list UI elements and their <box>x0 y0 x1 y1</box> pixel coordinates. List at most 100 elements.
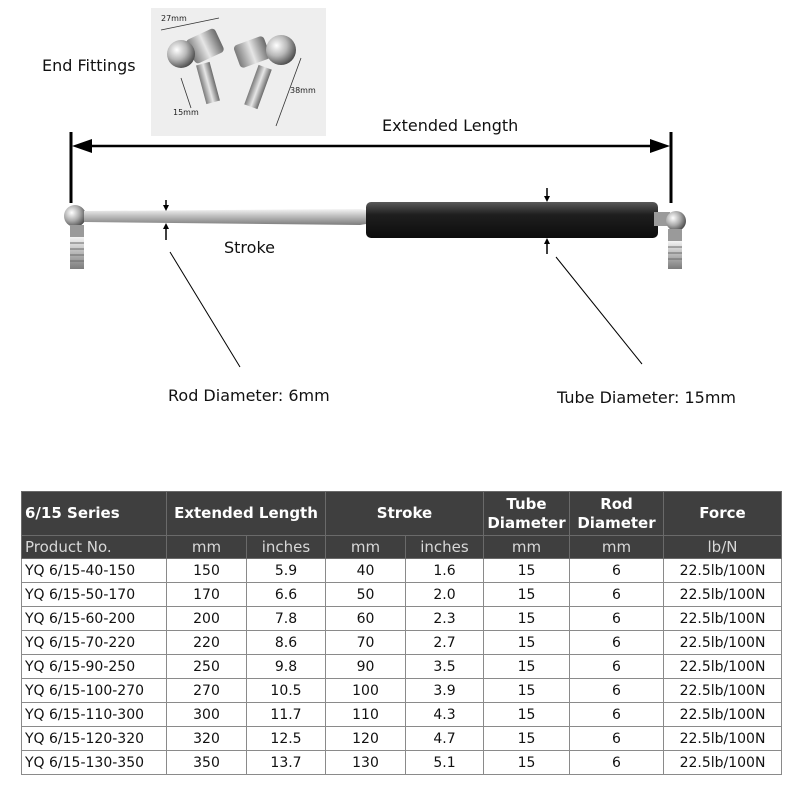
product-no-cell: YQ 6/15-120-320 <box>21 726 167 751</box>
ext-mm-cell: 320 <box>166 726 247 751</box>
ext-mm-cell: 150 <box>166 558 247 583</box>
product-no-cell: YQ 6/15-110-300 <box>21 702 167 727</box>
force-cell: 22.5lb/100N <box>663 654 782 679</box>
stroke-mm-cell: 110 <box>325 702 406 727</box>
ext-mm-cell: 250 <box>166 654 247 679</box>
series-header: 6/15 Series <box>21 491 167 536</box>
stroke-header: Stroke <box>325 491 484 536</box>
stroke-mm-cell: 100 <box>325 678 406 703</box>
force-cell: 22.5lb/100N <box>663 702 782 727</box>
force-cell: 22.5lb/100N <box>663 558 782 583</box>
ext-inches-cell: 12.5 <box>246 726 326 751</box>
rod-mm-cell: 6 <box>569 558 664 583</box>
stroke-inches-cell: 4.7 <box>405 726 484 751</box>
force-unit: lb/N <box>663 535 782 559</box>
stroke-inches-cell: 1.6 <box>405 558 484 583</box>
table-header-row: 6/15 Series Extended Length Stroke Tube … <box>21 491 782 536</box>
rod-mm-cell: 6 <box>569 702 664 727</box>
stroke-inches-cell: 2.7 <box>405 630 484 655</box>
tube-diameter-header: Tube Diameter <box>483 491 570 536</box>
rod-mm-cell: 6 <box>569 582 664 607</box>
product-no-cell: YQ 6/15-100-270 <box>21 678 167 703</box>
ext-inches-cell: 7.8 <box>246 606 326 631</box>
ext-inches-cell: 13.7 <box>246 750 326 775</box>
force-cell: 22.5lb/100N <box>663 606 782 631</box>
ext-mm-cell: 270 <box>166 678 247 703</box>
stroke-inches-unit: inches <box>405 535 484 559</box>
end-fittings-label: End Fittings <box>42 56 136 75</box>
stroke-mm-cell: 60 <box>325 606 406 631</box>
tube-mm-cell: 15 <box>483 606 570 631</box>
tube-mm-cell: 15 <box>483 750 570 775</box>
stroke-inches-cell: 3.9 <box>405 678 484 703</box>
stroke-inches-cell: 4.3 <box>405 702 484 727</box>
stroke-label: Stroke <box>224 238 275 257</box>
product-no-cell: YQ 6/15-40-150 <box>21 558 167 583</box>
rod-mm-cell: 6 <box>569 630 664 655</box>
ext-inches-cell: 8.6 <box>246 630 326 655</box>
rod-mm-cell: 6 <box>569 606 664 631</box>
rod-mm-cell: 6 <box>569 726 664 751</box>
stroke-mm-cell: 130 <box>325 750 406 775</box>
product-no-cell: YQ 6/15-60-200 <box>21 606 167 631</box>
table-unit-row: Product No. mm inches mm inches mm mm lb… <box>21 535 782 559</box>
tube-mm-cell: 15 <box>483 726 570 751</box>
force-cell: 22.5lb/100N <box>663 582 782 607</box>
stroke-mm-cell: 50 <box>325 582 406 607</box>
product-no-cell: YQ 6/15-50-170 <box>21 582 167 607</box>
product-no-cell: YQ 6/15-70-220 <box>21 630 167 655</box>
stroke-mm-cell: 70 <box>325 630 406 655</box>
fitting-thread-dim: 15mm <box>173 108 199 117</box>
ext-inches-cell: 11.7 <box>246 702 326 727</box>
rod-mm-cell: 6 <box>569 654 664 679</box>
tube-mm-cell: 15 <box>483 582 570 607</box>
rod-diameter-header: Rod Diameter <box>569 491 664 536</box>
force-cell: 22.5lb/100N <box>663 726 782 751</box>
ext-mm-cell: 170 <box>166 582 247 607</box>
ext-inches-cell: 9.8 <box>246 654 326 679</box>
force-cell: 22.5lb/100N <box>663 678 782 703</box>
tube-mm-cell: 15 <box>483 678 570 703</box>
force-cell: 22.5lb/100N <box>663 630 782 655</box>
ext-mm-cell: 300 <box>166 702 247 727</box>
spec-table: 6/15 Series Extended Length Stroke Tube … <box>21 491 782 775</box>
product-no-cell: YQ 6/15-130-350 <box>21 750 167 775</box>
ext-mm-cell: 220 <box>166 630 247 655</box>
fitting-width-dim: 27mm <box>161 14 187 23</box>
tube-mm-cell: 15 <box>483 654 570 679</box>
extended-length-label: Extended Length <box>382 116 519 135</box>
ext-mm-cell: 200 <box>166 606 247 631</box>
stroke-inches-cell: 2.0 <box>405 582 484 607</box>
rod-mm-cell: 6 <box>569 678 664 703</box>
tube-mm-cell: 15 <box>483 702 570 727</box>
rod-diameter-label: Rod Diameter: 6mm <box>168 386 330 405</box>
ext-inches-cell: 5.9 <box>246 558 326 583</box>
tube-mm-unit: mm <box>483 535 570 559</box>
stroke-mm-unit: mm <box>325 535 406 559</box>
tube-diameter-label: Tube Diameter: 15mm <box>557 388 736 407</box>
product-no-header: Product No. <box>21 535 167 559</box>
force-cell: 22.5lb/100N <box>663 750 782 775</box>
tube-mm-cell: 15 <box>483 558 570 583</box>
stroke-inches-cell: 2.3 <box>405 606 484 631</box>
extended-length-header: Extended Length <box>166 491 326 536</box>
rod-mm-unit: mm <box>569 535 664 559</box>
stroke-mm-cell: 40 <box>325 558 406 583</box>
stroke-inches-cell: 3.5 <box>405 654 484 679</box>
product-no-cell: YQ 6/15-90-250 <box>21 654 167 679</box>
end-fittings-photo: 27mm 15mm 38mm <box>151 8 326 136</box>
ext-inches-unit: inches <box>246 535 326 559</box>
stroke-mm-cell: 90 <box>325 654 406 679</box>
stroke-mm-cell: 120 <box>325 726 406 751</box>
force-header: Force <box>663 491 782 536</box>
end-fittings-illustration <box>160 17 302 127</box>
